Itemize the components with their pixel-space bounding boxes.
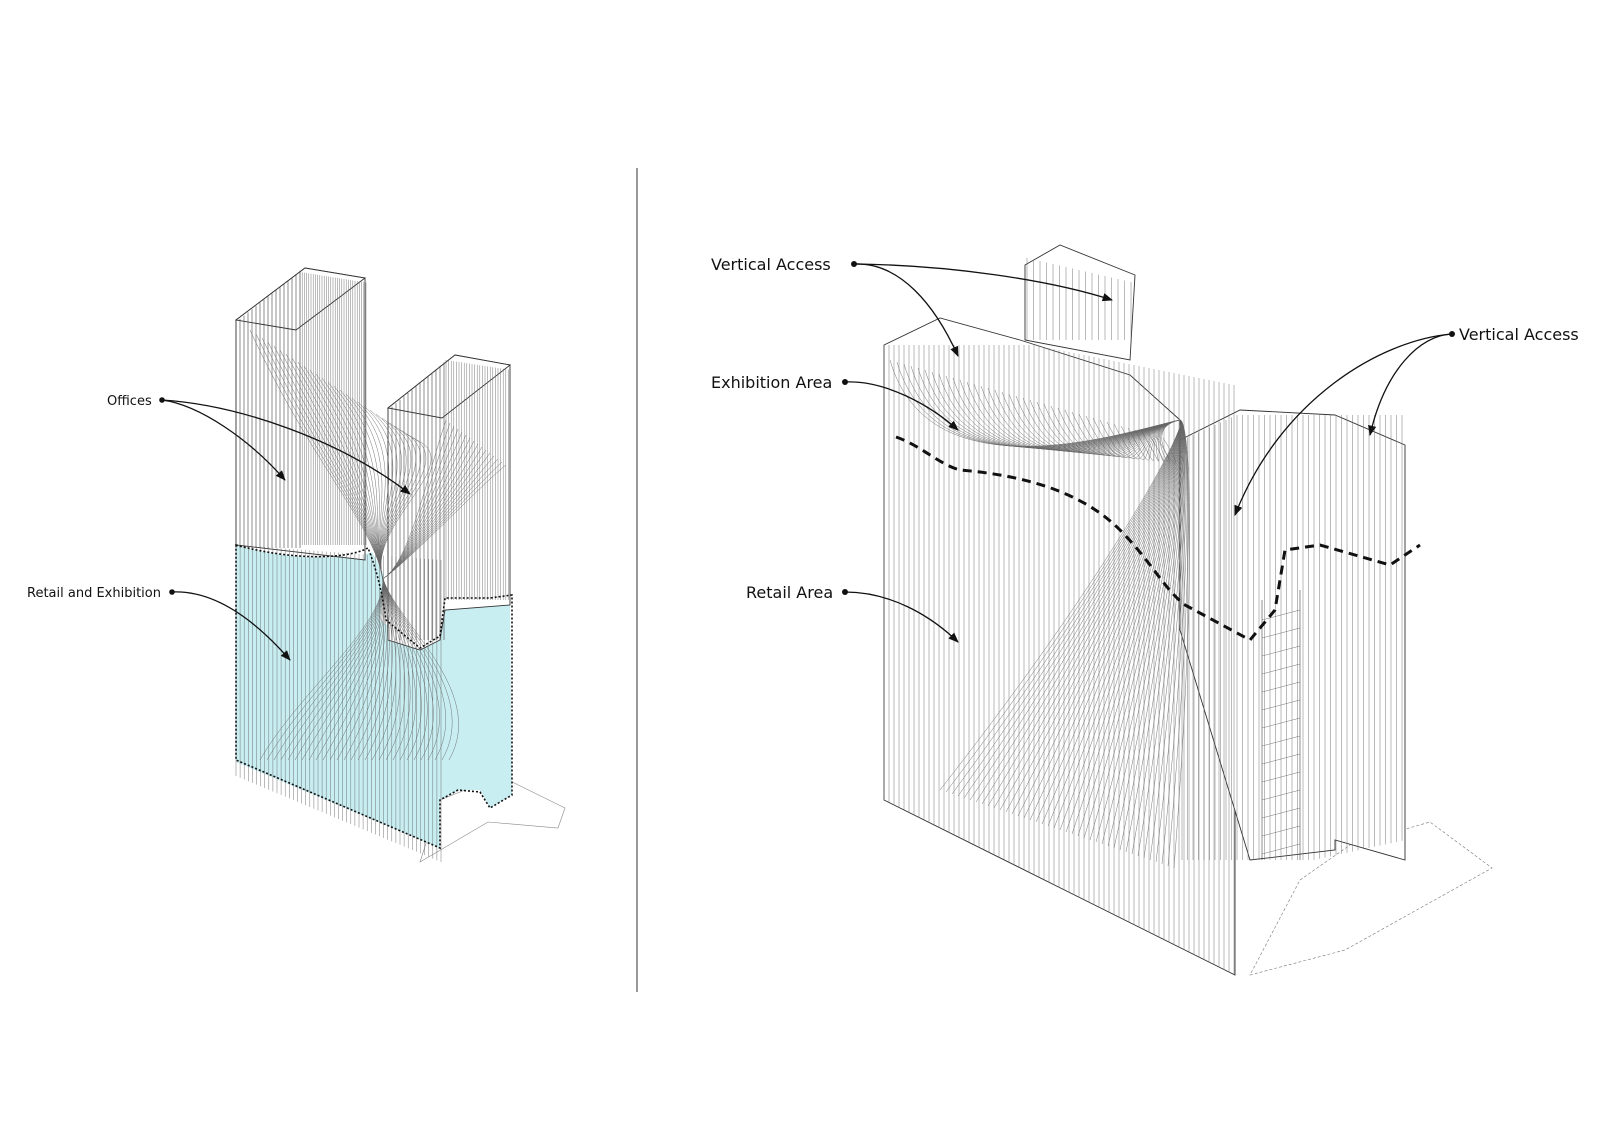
fin-curve <box>1113 419 1185 855</box>
fin-curve <box>1141 419 1187 863</box>
fin-line <box>1261 771 1301 783</box>
retail-exhibition-separation-line <box>895 435 1421 642</box>
vertical-access-left-label: Vertical Access <box>711 255 831 274</box>
left-tower-offices <box>234 267 367 561</box>
left-retail-exhibition-zone <box>236 545 512 848</box>
fin-line <box>1261 789 1301 801</box>
retail-exhibition-label: Retail and Exhibition <box>27 586 161 601</box>
fin-curve <box>383 440 475 579</box>
vertical-access-right-leader-1 <box>1234 333 1453 516</box>
retail-area-label: Retail Area <box>746 583 833 602</box>
fin-line <box>1261 735 1301 747</box>
fin-curve <box>383 449 487 579</box>
right-building-diagram: Vertical Access Vertical Access Exhibiti… <box>711 244 1579 976</box>
right-ground-plane <box>1249 821 1493 976</box>
fin-line <box>1261 825 1301 837</box>
fin-curve <box>1161 419 1190 869</box>
fin-curve <box>380 437 459 761</box>
fin-line <box>1261 627 1301 639</box>
fin-curve <box>1155 419 1189 867</box>
fin-curve <box>383 464 507 579</box>
left-building-diagram: Offices Retail and Exhibition <box>27 267 566 863</box>
fin-line <box>1261 753 1301 765</box>
fin-line <box>1261 699 1301 711</box>
vertical-access-left-leader-1 <box>853 263 959 357</box>
right-rear-tower <box>1024 244 1136 361</box>
fin-curve <box>383 431 463 579</box>
fin-line <box>1261 609 1301 621</box>
fin-curve <box>383 434 467 579</box>
fin-line <box>1261 807 1301 819</box>
exhibition-area-leader <box>844 381 959 431</box>
offices-leader-2 <box>161 399 411 495</box>
fin-curve <box>383 437 471 579</box>
fin-curve <box>1134 419 1186 861</box>
fin-line <box>1261 645 1301 657</box>
fin-line <box>1261 681 1301 693</box>
fin-line <box>1261 717 1301 729</box>
vertical-access-right-label: Vertical Access <box>1459 325 1579 344</box>
fin-curve <box>383 443 479 579</box>
fin-curve <box>1127 419 1186 859</box>
retail-area-leader <box>844 591 959 643</box>
fin-curve <box>1120 419 1185 857</box>
fin-line <box>1261 663 1301 675</box>
vertical-access-right-leader-2 <box>1368 333 1453 437</box>
vertical-access-left-leader-2 <box>853 263 1113 302</box>
fin-curve <box>1148 419 1188 865</box>
offices-label: Offices <box>107 394 152 409</box>
retail-leader <box>171 591 291 661</box>
offices-leader-1 <box>161 399 286 481</box>
fin-line <box>1261 843 1301 855</box>
exhibition-area-label: Exhibition Area <box>711 373 832 392</box>
fin-curve <box>1106 419 1184 853</box>
